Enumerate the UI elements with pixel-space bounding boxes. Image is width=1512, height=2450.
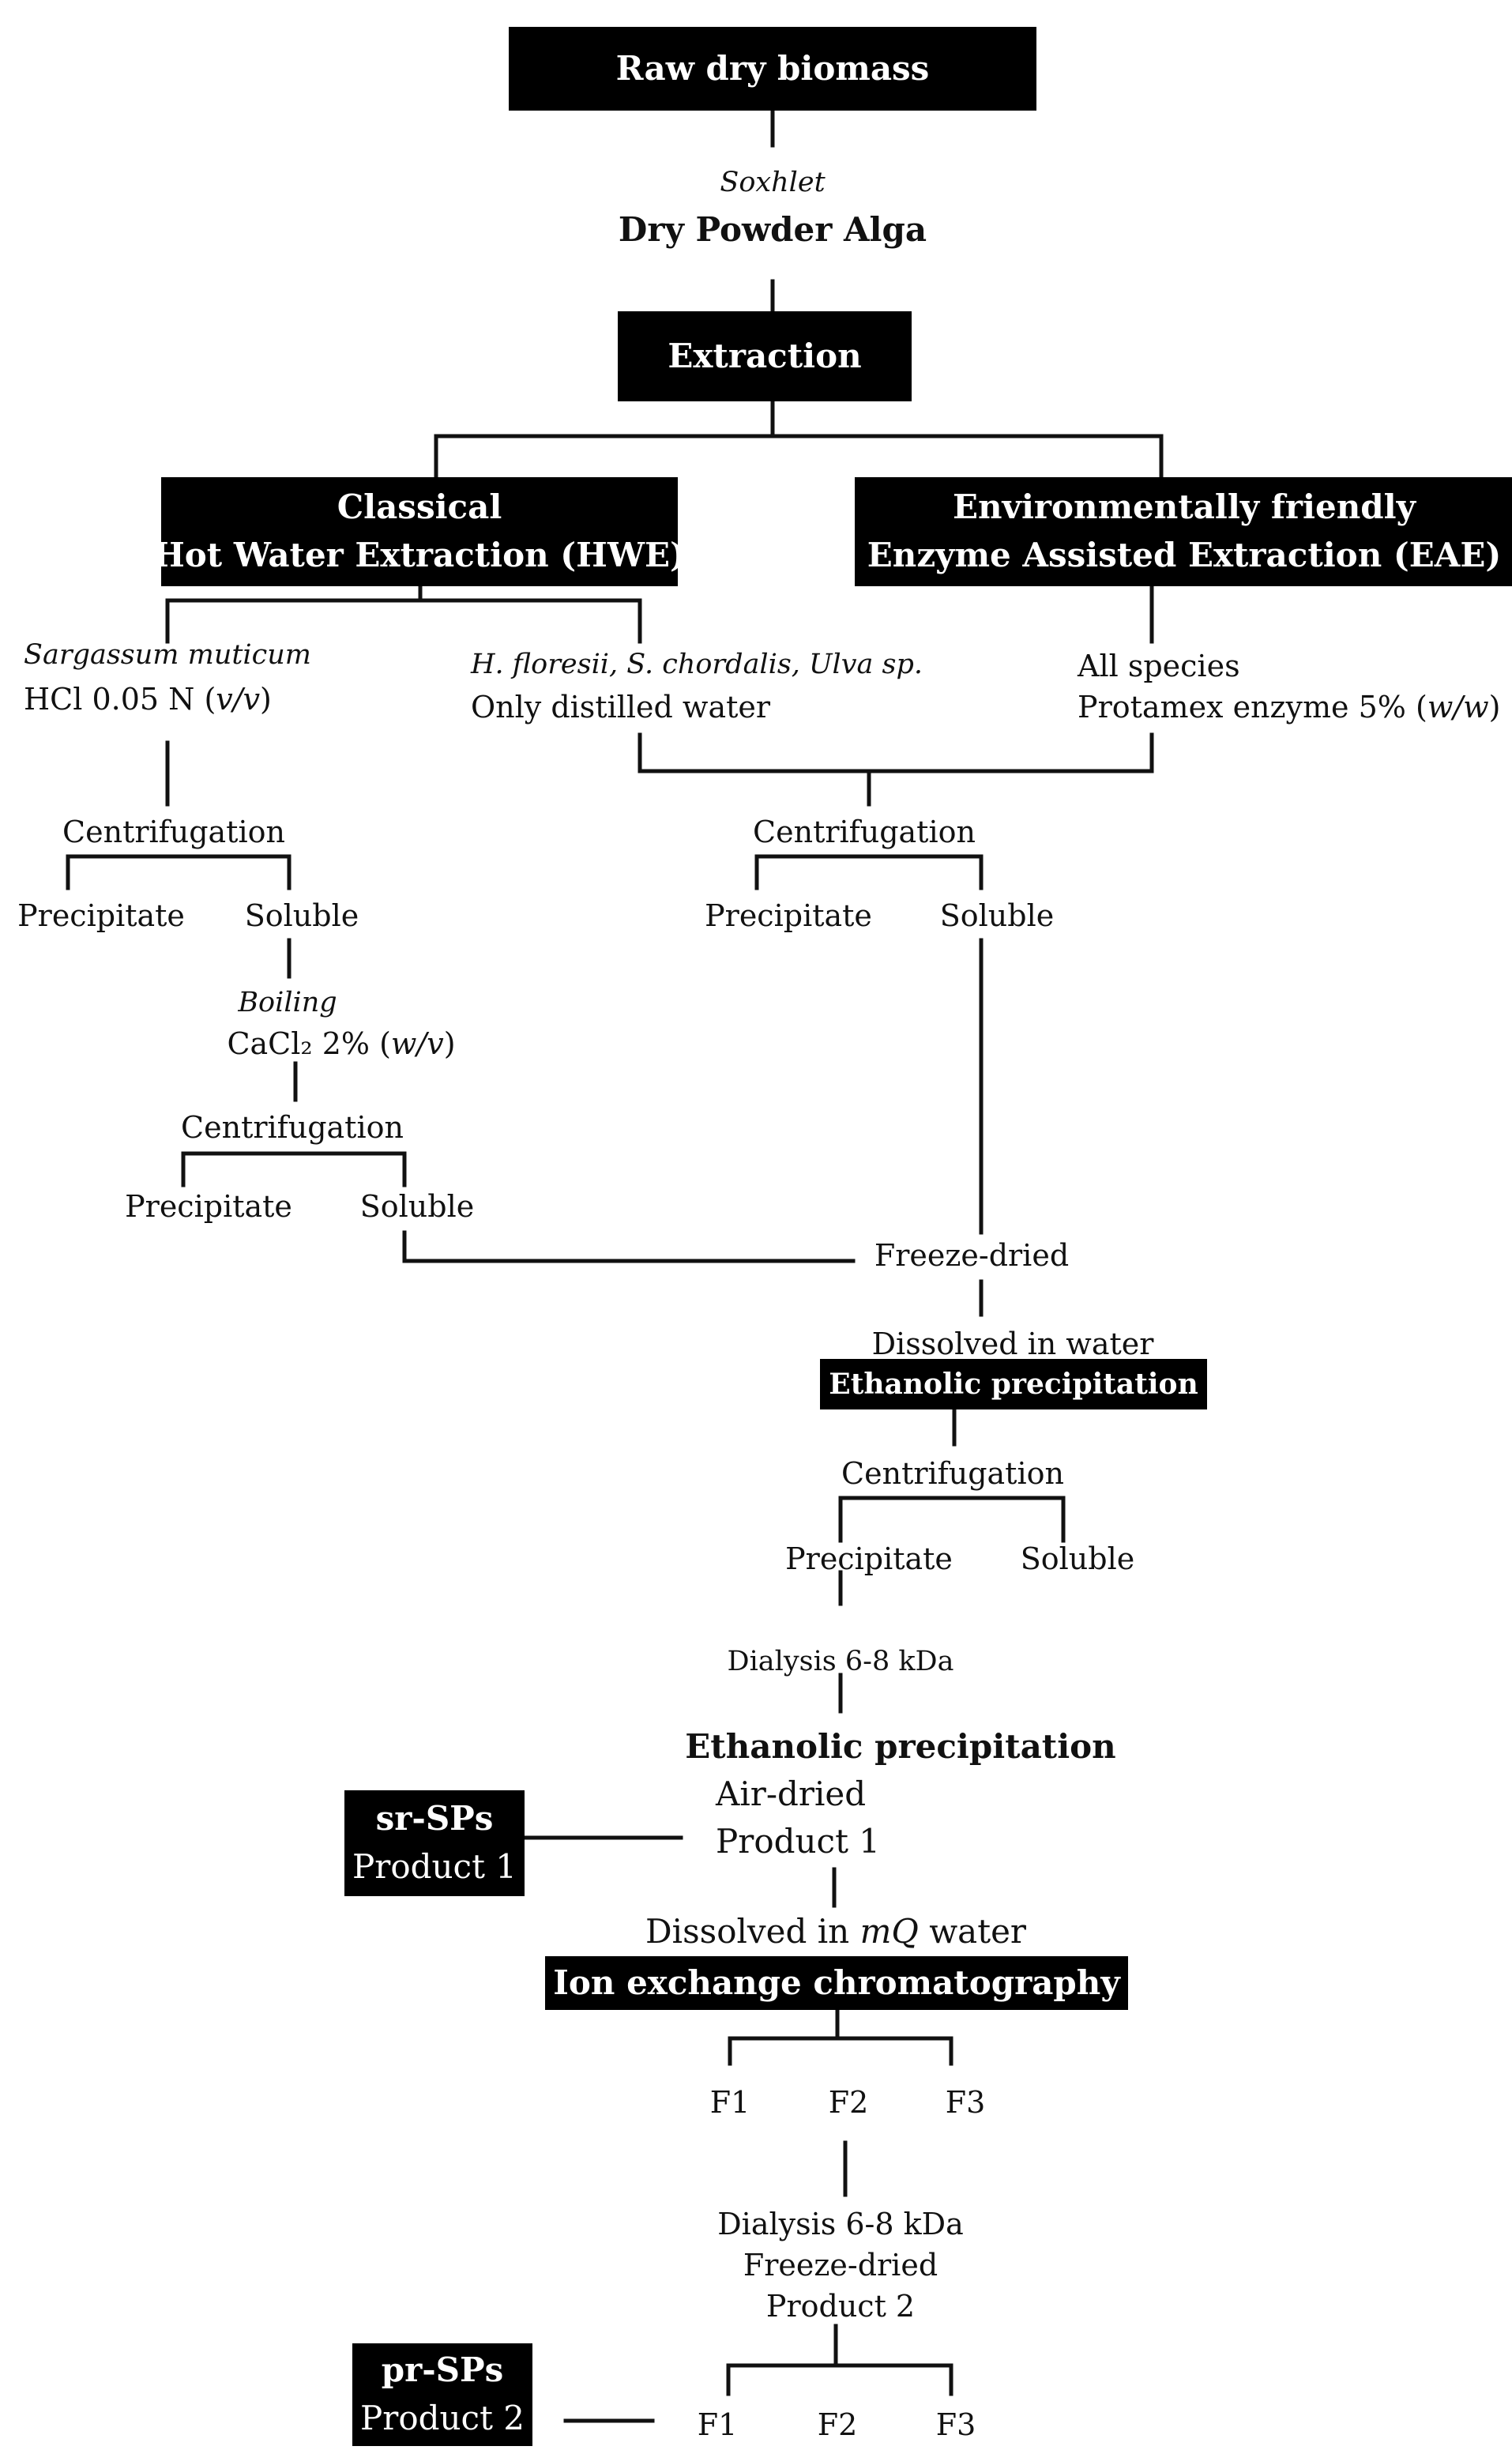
fraction-f2-final: F2 xyxy=(817,2407,858,2442)
all-species-label: All species xyxy=(1078,649,1240,683)
product1-label: Product 1 xyxy=(716,1822,881,1861)
soxhlet-label: Soxhlet xyxy=(720,167,826,198)
eae-title: Environmentally friendly xyxy=(953,487,1416,527)
sargassum-label: Sargassum muticum xyxy=(24,639,311,671)
connector xyxy=(434,434,1164,480)
sr-sps-title: sr-SPs xyxy=(375,1799,494,1838)
precipitate-left: Precipitate xyxy=(17,898,185,933)
species-label: H. floresii, S. chordalis, Ulva sp. xyxy=(471,649,923,680)
hwe-title: Classical xyxy=(337,487,502,527)
fraction-f3: F3 xyxy=(945,2085,986,2120)
centrifugation-lower: Centrifugation xyxy=(841,1456,1064,1491)
distilled-water-label: Only distilled water xyxy=(471,690,771,724)
hwe-box: Classical Hot Water Extraction (HWE) xyxy=(153,477,686,586)
dialysis-label-2: Dialysis 6-8 kDa xyxy=(717,2207,964,2241)
dissolved-mq-label: Dissolved in mQ water xyxy=(645,1912,1027,1951)
extraction-label: Extraction xyxy=(668,336,862,375)
pr-sps-title: pr-SPs xyxy=(381,2350,504,2390)
connector xyxy=(754,854,984,890)
connector xyxy=(726,2363,953,2396)
ethanolic-precipitation-label: Ethanolic precipitation xyxy=(829,1367,1198,1401)
connector xyxy=(838,1496,1066,1543)
fraction-f2: F2 xyxy=(828,2085,869,2120)
ethanolic-precipitation-step: Ethanolic precipitation xyxy=(685,1727,1116,1766)
precipitate-lower: Precipitate xyxy=(785,1541,953,1576)
fraction-f1-final: F1 xyxy=(697,2407,738,2442)
ethanolic-precipitation-box: Ethanolic precipitation xyxy=(820,1359,1207,1409)
dissolved-water-label: Dissolved in water xyxy=(871,1327,1154,1361)
connector xyxy=(728,2036,953,2066)
precipitate-left-2: Precipitate xyxy=(125,1189,292,1224)
raw-biomass-label: Raw dry biomass xyxy=(615,48,930,88)
sr-sps-box: sr-SPs Product 1 xyxy=(344,1790,525,1896)
air-dried-label: Air-dried xyxy=(716,1774,867,1813)
connector xyxy=(181,1151,407,1187)
hcl-condition: HCl 0.05 N (v/v) xyxy=(24,682,272,717)
centrifugation-left: Centrifugation xyxy=(62,815,285,849)
pr-sps-box: pr-SPs Product 2 xyxy=(352,2343,532,2446)
soluble-left-2: Soluble xyxy=(359,1189,475,1224)
sr-sps-product: Product 1 xyxy=(352,1847,517,1886)
boiling-label: Boiling xyxy=(238,987,337,1018)
product2-label: Product 2 xyxy=(765,2289,916,2324)
cacl-condition: CaCl₂ 2% (w/v) xyxy=(227,1026,456,1061)
connector xyxy=(66,854,291,890)
ion-exchange-box: Ion exchange chromatography xyxy=(545,1956,1128,2010)
dry-powder-label: Dry Powder Alga xyxy=(618,210,927,249)
ion-exchange-label: Ion exchange chromatography xyxy=(553,1963,1120,2002)
hwe-subtitle: Hot Water Extraction (HWE) xyxy=(153,536,686,574)
connector xyxy=(402,1230,856,1263)
freeze-dried-label: Freeze-dried xyxy=(874,1238,1070,1273)
fraction-f3-final: F3 xyxy=(935,2407,976,2442)
dialysis-label: Dialysis 6-8 kDa xyxy=(727,1646,954,1677)
centrifugation-mid: Centrifugation xyxy=(753,815,976,849)
soluble-mid: Soluble xyxy=(939,898,1055,933)
fraction-f1: F1 xyxy=(709,2085,750,2120)
protamex-condition: Protamex enzyme 5% (w/w) xyxy=(1078,690,1501,724)
soluble-left: Soluble xyxy=(244,898,359,933)
connector xyxy=(165,598,642,644)
eae-box: Environmentally friendly Enzyme Assisted… xyxy=(855,477,1512,586)
pr-sps-product: Product 2 xyxy=(359,2399,525,2437)
centrifugation-left-2: Centrifugation xyxy=(181,1110,404,1145)
extraction-box: Extraction xyxy=(618,311,912,401)
soluble-lower: Soluble xyxy=(1020,1541,1135,1576)
eae-subtitle: Enzyme Assisted Extraction (EAE) xyxy=(867,536,1502,574)
raw-biomass-box: Raw dry biomass xyxy=(509,27,1036,111)
precipitate-mid: Precipitate xyxy=(705,898,872,933)
freeze-dried-label-2: Freeze-dried xyxy=(743,2248,938,2283)
connector xyxy=(638,732,1154,773)
